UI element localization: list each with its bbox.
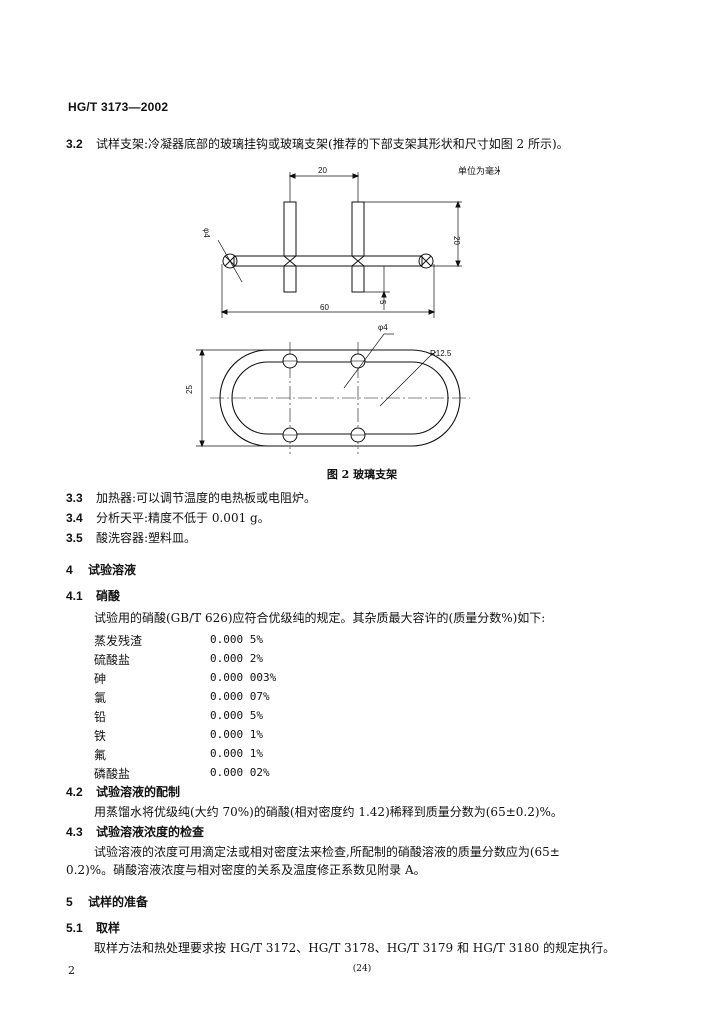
clause-5-1: 5.1 取样 [66,920,120,936]
page-number: 2 [68,964,75,977]
dim-20-top: 20 [318,166,327,175]
clause-text: 加热器:可以调节温度的电热板或电阻炉。 [96,491,317,505]
ring-left [222,253,238,269]
impurity-value: 0.000 5% [210,709,263,722]
clause-title: 试验溶液的配制 [96,785,181,799]
clause-4-3: 4.3 试验溶液浓度的检查 [66,824,204,840]
clause-4-1: 4.1 硝酸 [66,588,120,604]
impurity-value: 0.000 2% [210,652,263,665]
figure-caption: 图 2 玻璃支架 [326,468,398,481]
dim-20-right: 20 [452,236,461,245]
impurity-name: 氟 [94,748,107,762]
dim-phi4-left: φ4 [202,228,211,238]
clause-3-2: 3.2 试样支架:冷凝器底部的玻璃挂钩或玻璃支架(推荐的下部支架其形状和尺寸如图 … [66,136,569,152]
document-header: HG/T 3173—2002 [68,100,169,114]
clause-number: 4.2 [66,785,83,799]
dim-r12-5: R12.5 [430,349,452,358]
impurity-value: 0.000 5% [210,633,263,646]
clause-4-3-body-line2: 0.2)%。硝酸溶液浓度与相对密度的关系及温度修正系数见附录 A。 [66,863,426,877]
impurity-value: 0.000 1% [210,728,263,741]
upright-right [351,201,365,293]
dim-60: 60 [320,303,329,312]
dim-phi4-bottom: φ4 [378,323,388,332]
clause-4-1-body: 试验用的硝酸(GB/T 626)应符合优级纯的规定。其杂质最大容许的(质量分数%… [94,611,546,625]
glass-support-drawing: 单位为毫米 20 20 φ4 5 60 φ4 [185,165,500,454]
clause-number: 4.3 [66,825,83,839]
clause-text: 试样支架:冷凝器底部的玻璃挂钩或玻璃支架(推荐的下部支架其形状和尺寸如图 2 所… [96,137,569,151]
impurity-value: 0.000 003% [210,671,277,684]
clause-3-4: 3.4 分析天平:精度不低于 0.001 g。 [66,510,270,526]
dim-5: 5 [378,300,387,305]
impurity-name: 氯 [94,691,107,705]
clause-number: 5.1 [66,921,83,935]
clause-number: 3.4 [66,511,83,525]
clause-4-3-body-line1: 试验溶液的浓度可用滴定法或相对密度法来检查,所配制的硝酸溶液的质量分数应为(65… [94,845,560,859]
clause-title: 取样 [96,921,121,935]
clause-3-3: 3.3 加热器:可以调节温度的电热板或电阻炉。 [66,490,316,506]
clause-3-5: 3.5 酸洗容器:塑料皿。 [66,530,196,546]
ring-right-hatch [420,255,432,267]
section-title: 试验溶液 [88,563,137,577]
upright-left [283,201,297,293]
impurity-name: 砷 [94,672,107,686]
ring-right [418,253,434,269]
section-5: 5 试样的准备 [66,893,148,910]
clause-number: 3.2 [66,137,83,151]
dim-25: 25 [185,385,194,394]
section-4: 4 试验溶液 [66,561,136,578]
impurity-name: 蒸发残渣 [94,634,143,648]
impurity-name: 硫酸盐 [94,653,131,667]
impurity-name: 铅 [94,710,107,724]
section-number: 4 [66,563,73,577]
impurity-value: 0.000 1% [210,747,263,760]
clause-text: 分析天平:精度不低于 0.001 g。 [96,511,270,525]
clause-4-2-body: 用蒸馏水将优级纯(大约 70%)的硝酸(相对密度约 1.42)稀释到质量分数为(… [94,805,563,819]
clause-number: 4.1 [66,589,83,603]
clause-5-1-body: 取样方法和热处理要求按 HG/T 3172、HG/T 3178、HG/T 317… [94,941,616,955]
section-title: 试样的准备 [88,895,149,909]
unit-note: 单位为毫米 [458,165,500,176]
impurity-value: 0.000 07% [210,690,270,703]
footer-center-number: (24) [352,964,372,974]
clause-4-2: 4.2 试验溶液的配制 [66,784,180,800]
clause-number: 3.5 [66,531,83,545]
clause-title: 试验溶液浓度的检查 [96,825,205,839]
clause-title: 硝酸 [96,589,121,603]
impurity-value: 0.000 02% [210,766,270,779]
impurity-name: 铁 [94,729,107,743]
clause-number: 3.3 [66,491,83,505]
impurity-name: 磷酸盐 [94,767,131,781]
clause-text: 酸洗容器:塑料皿。 [96,531,197,545]
joint-marks [283,255,365,267]
section-number: 5 [66,895,73,909]
horizontal-bar [233,255,423,267]
